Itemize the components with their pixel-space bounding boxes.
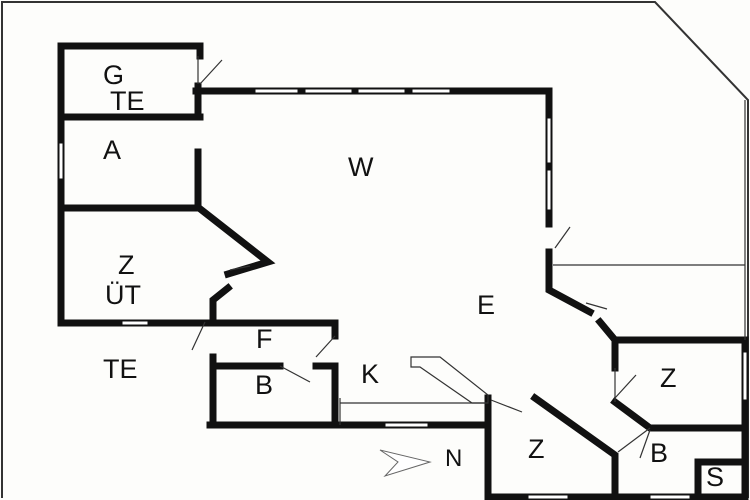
north-arrow-icon: [379, 449, 432, 478]
room-label-w: W: [348, 152, 374, 182]
thin-lines: [191, 56, 746, 459]
room-label-f: F: [256, 324, 273, 354]
room-label-b: B: [255, 370, 274, 400]
room-label-k: K: [361, 359, 380, 389]
room-label-s: S: [706, 462, 725, 492]
room-label-z: Z: [660, 363, 677, 393]
room-label-zut: Z: [118, 250, 135, 280]
room-label-te: TE: [103, 354, 138, 384]
stairs: [410, 356, 489, 404]
room-label-z: Z: [528, 434, 545, 464]
room-label-b: B: [650, 438, 669, 468]
north-label: N: [445, 445, 463, 472]
room-label-a: A: [103, 135, 122, 165]
room-label-e: E: [477, 290, 496, 320]
room-label-gte: TE: [110, 86, 145, 116]
windows: [58, 88, 748, 500]
room-label-gte: G: [103, 60, 125, 90]
thick-walls: [57, 42, 749, 500]
room-label-zut: ÜT: [105, 280, 141, 310]
